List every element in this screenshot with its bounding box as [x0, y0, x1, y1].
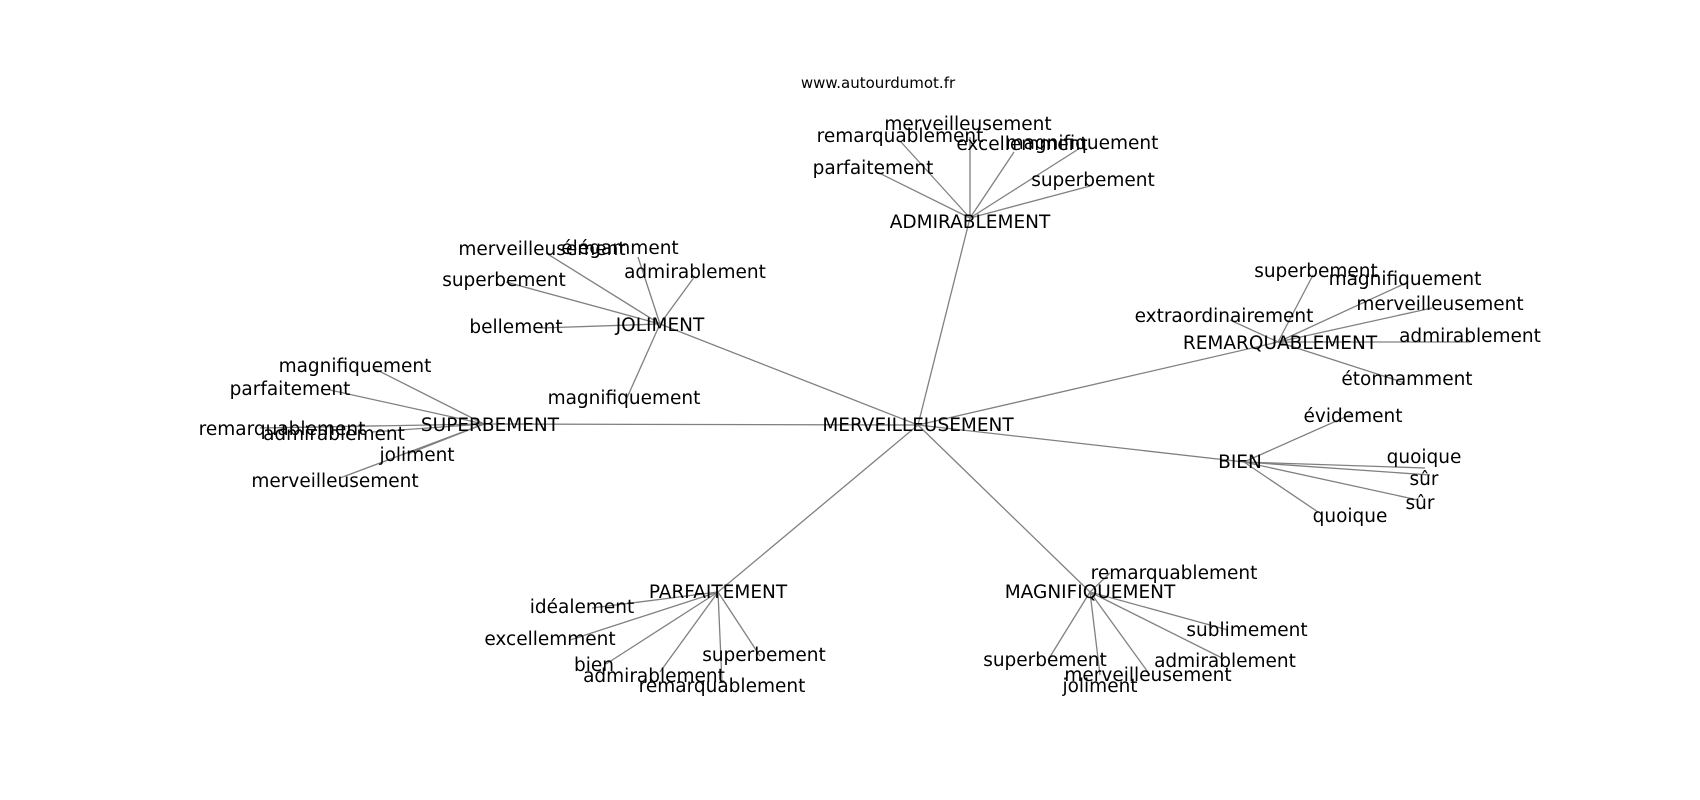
edge-center-to-hub	[917, 341, 1279, 426]
hub-word-label[interactable]: REMARQUABLEMENT	[1183, 333, 1378, 354]
leaf-word-label[interactable]: admirablement	[583, 666, 725, 687]
edge-hub-to-leaf	[659, 275, 696, 325]
edge-hub-to-leaf	[1277, 282, 1407, 343]
edge-hub-to-leaf	[717, 591, 723, 684]
edge-hub-to-leaf	[1089, 591, 1223, 659]
leaf-word-label[interactable]: superbement	[983, 650, 1107, 671]
leaf-word-label[interactable]: parfaitement	[230, 379, 351, 400]
leaf-word-label[interactable]: admirablement	[1154, 651, 1296, 672]
leaf-word-label[interactable]: superbement	[1031, 170, 1155, 191]
leaf-word-label[interactable]: étonnamment	[1341, 369, 1472, 390]
leaf-word-label[interactable]: superbement	[702, 645, 826, 666]
leaf-word-label[interactable]: merveilleusement	[251, 471, 418, 492]
edge-hub-to-leaf	[900, 141, 971, 219]
edge-hub-to-leaf	[371, 423, 485, 433]
edge-center-to-hub	[917, 217, 971, 426]
edge-layer	[259, 137, 1470, 684]
leaf-word-label[interactable]: bellement	[469, 317, 562, 338]
edge-hub-to-leaf	[1089, 591, 1229, 631]
leaf-word-label[interactable]: bien	[574, 655, 614, 676]
edge-hub-to-leaf	[1277, 274, 1314, 343]
leaf-word-label[interactable]: remarquablement	[199, 419, 366, 440]
edge-hub-to-leaf	[637, 256, 661, 325]
edge-center-to-hub	[917, 424, 1091, 593]
edge-center-to-hub	[483, 423, 919, 426]
hub-word-label[interactable]: ADMIRABLEMENT	[890, 212, 1051, 233]
edge-hub-to-leaf	[259, 423, 485, 429]
hub-word-label[interactable]: JOLIMENT	[615, 315, 705, 336]
leaf-word-label[interactable]: admirablement	[263, 424, 405, 445]
edge-hub-to-leaf	[591, 591, 719, 609]
leaf-word-label[interactable]: merveilleusement	[1356, 294, 1523, 315]
leaf-word-label[interactable]: joliment	[378, 445, 454, 466]
leaf-word-label[interactable]: excellemment	[484, 629, 615, 650]
hub-word-label[interactable]: SUPERBEMENT	[421, 415, 560, 436]
edge-hub-to-leaf	[969, 151, 1015, 219]
center-word-label[interactable]: MERVEILLEUSEMENT	[822, 415, 1014, 436]
edge-hub-to-leaf	[339, 423, 485, 479]
edge-hub-to-leaf	[329, 389, 485, 425]
edge-hub-to-leaf	[876, 171, 971, 219]
hub-word-label[interactable]: MAGNIFIQUEMENT	[1005, 582, 1176, 603]
leaf-word-label[interactable]: magnifiquement	[548, 388, 701, 409]
edge-hub-to-leaf	[1089, 591, 1151, 676]
leaf-word-label[interactable]: sûr	[1410, 469, 1439, 490]
edge-hub-to-leaf	[1243, 461, 1319, 513]
leaf-word-label[interactable]: parfaitement	[813, 158, 934, 179]
edge-hub-to-leaf	[969, 185, 1091, 219]
hub-word-label[interactable]: PARFAITEMENT	[649, 582, 788, 603]
edge-hub-to-leaf	[545, 252, 661, 325]
edge-hub-to-leaf	[374, 368, 485, 425]
leaf-word-label[interactable]: joliment	[1061, 676, 1137, 697]
leaf-word-label[interactable]: admirablement	[624, 262, 766, 283]
leaf-word-label[interactable]: magnifiquement	[1006, 133, 1159, 154]
edge-hub-to-leaf	[1277, 307, 1433, 343]
edge-hub-to-leaf	[659, 591, 719, 673]
edge-hub-to-leaf	[625, 323, 661, 401]
leaf-word-label[interactable]: merveilleusement	[1064, 665, 1231, 686]
leaf-word-label[interactable]: remarquablement	[639, 676, 806, 697]
leaf-word-label[interactable]: sûr	[1406, 493, 1435, 514]
leaf-word-label[interactable]: sublimement	[1186, 620, 1307, 641]
edge-hub-to-leaf	[1243, 461, 1419, 501]
edge-hub-to-leaf	[539, 323, 661, 329]
site-url: www.autourdumot.fr	[801, 74, 956, 92]
edge-hub-to-leaf	[1089, 591, 1101, 676]
edge-hub-to-leaf	[1277, 341, 1403, 383]
leaf-word-label[interactable]: remarquablement	[1091, 563, 1258, 584]
edge-hub-to-leaf	[1243, 461, 1426, 469]
edge-center-to-hub	[659, 323, 919, 426]
edge-hub-to-leaf	[605, 591, 719, 665]
leaf-word-label[interactable]: magnifiquement	[1329, 269, 1482, 290]
edge-hub-to-leaf	[1229, 319, 1279, 343]
leaf-word-label[interactable]: merveilleusement	[884, 114, 1051, 135]
edge-hub-to-leaf	[717, 591, 761, 657]
leaf-word-label[interactable]: magnifiquement	[279, 356, 432, 377]
edge-hub-to-leaf	[1089, 572, 1111, 593]
leaf-word-label[interactable]: idéalement	[530, 597, 635, 618]
leaf-word-label[interactable]: quoique	[1387, 447, 1462, 468]
leaf-word-label[interactable]: remarquablement	[817, 126, 984, 147]
edge-hub-to-leaf	[1243, 413, 1353, 463]
leaf-word-label[interactable]: élégamment	[561, 238, 678, 259]
leaf-word-label[interactable]: merveilleusement	[458, 239, 625, 260]
hub-word-label[interactable]: BIEN	[1218, 452, 1262, 473]
edge-center-to-hub	[917, 424, 1245, 463]
leaf-word-label[interactable]: superbement	[1254, 261, 1378, 282]
leaf-word-label[interactable]: extraordinairement	[1135, 306, 1314, 327]
leaf-word-label[interactable]: admirablement	[1399, 326, 1541, 347]
leaf-word-label[interactable]: superbement	[442, 270, 566, 291]
edge-hub-to-leaf	[969, 149, 1078, 219]
edge-center-to-hub	[717, 424, 919, 593]
edge-hub-to-leaf	[1243, 461, 1431, 476]
edge-hub-to-leaf	[505, 281, 661, 325]
leaf-word-label[interactable]: excellemment	[956, 134, 1087, 155]
edge-hub-to-leaf	[569, 591, 719, 641]
edge-hub-to-leaf	[1047, 591, 1091, 661]
label-layer: merveilleusementremarquablementexcellemm…	[199, 114, 1541, 697]
leaf-word-label[interactable]: évidement	[1304, 406, 1403, 427]
leaf-word-label[interactable]: quoique	[1313, 506, 1388, 527]
